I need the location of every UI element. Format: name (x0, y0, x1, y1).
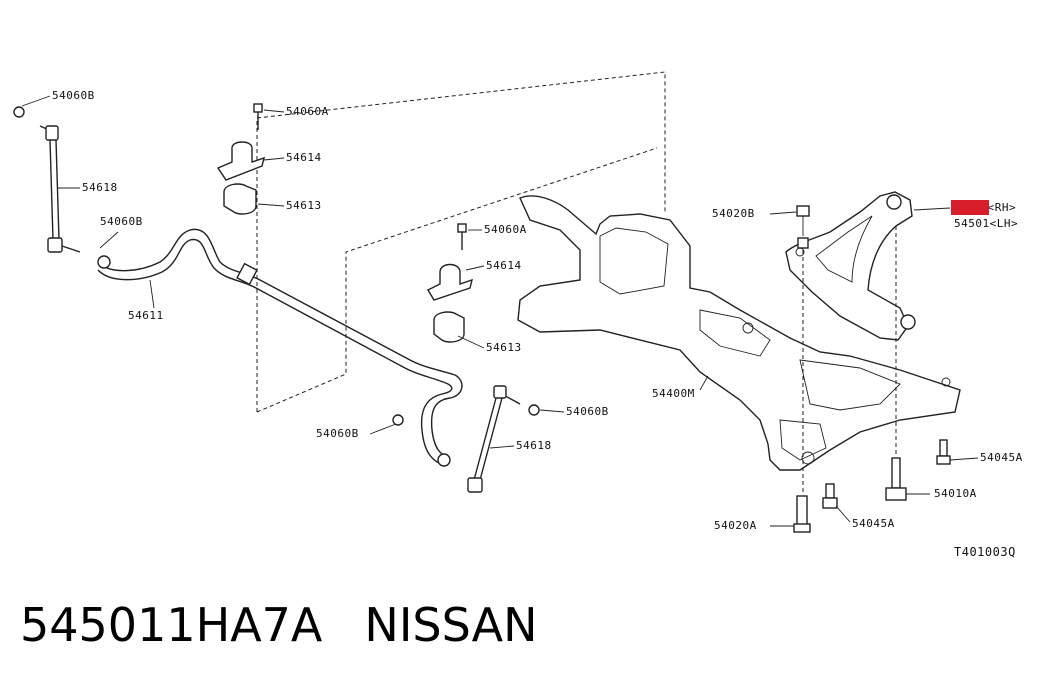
label-54614-left: 54614 (286, 151, 322, 164)
rh-suffix: <RH> (987, 201, 1017, 214)
front-suspension-member (517, 195, 961, 471)
highlighted-part-number: 54500 (951, 200, 989, 215)
label-54060a-left: 54060A (286, 105, 329, 118)
label-54400m: 54400M (652, 387, 695, 400)
dashed-outline-left (256, 71, 666, 413)
label-54614-mid: 54614 (486, 259, 522, 272)
label-54020b: 54020B (712, 207, 755, 220)
bushing-group-left (216, 103, 265, 215)
label-54618-right: 54618 (516, 439, 552, 452)
diagram-reference-code: T401003Q (954, 545, 1016, 559)
label-54045a-right: 54045A (980, 451, 1023, 464)
label-54060b-top: 54060B (52, 89, 95, 102)
label-54060b-mid: 54060B (100, 215, 143, 228)
label-54613-left: 54613 (286, 199, 322, 212)
label-54501-lh: 54501<LH> (954, 217, 1019, 230)
label-54060a-mid: 54060A (484, 223, 527, 236)
label-54060b-lower: 54060B (316, 427, 359, 440)
label-54060b-right: 54060B (566, 405, 609, 418)
stabilizer-link-right (392, 385, 540, 493)
bushing-group-mid (427, 223, 473, 343)
bolts (793, 205, 951, 533)
caption-brand: NISSAN (364, 598, 538, 652)
stabilizer-bar (97, 228, 463, 467)
label-54500-rh: 54500<RH> (951, 200, 1017, 215)
stabilizer-link-left (13, 106, 81, 253)
label-54010a: 54010A (934, 487, 977, 500)
label-54020a: 54020A (714, 519, 757, 532)
caption-part-number: 545011HA7A (20, 598, 323, 652)
label-54045a-lower: 54045A (852, 517, 895, 530)
label-54618-left: 54618 (82, 181, 118, 194)
label-54613-mid: 54613 (486, 341, 522, 354)
leader-lines (21, 95, 979, 527)
label-54611: 54611 (128, 309, 164, 322)
caption: 545011HA7A NISSAN (20, 598, 538, 652)
